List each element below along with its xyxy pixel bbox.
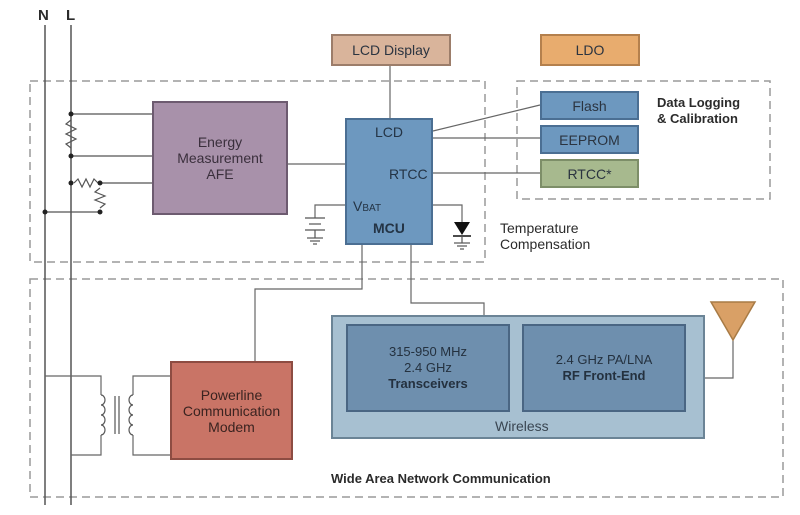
junction-dot — [97, 180, 103, 186]
junction-dot — [68, 111, 74, 117]
data-logging-title: Data Logging & Calibration — [657, 95, 740, 127]
mcu-vbat-pin-label: VBAT — [353, 198, 381, 217]
junction-dot — [68, 153, 74, 159]
transceivers-block: 315-950 MHz 2.4 GHz Transceivers — [346, 324, 510, 412]
flash-block: Flash — [540, 91, 639, 120]
flash-label: Flash — [572, 97, 607, 114]
transceivers-line-1: 315-950 MHz — [388, 344, 468, 359]
vbat-sub: BAT — [362, 203, 382, 214]
temperature-label-2: Compensation — [500, 236, 591, 252]
junction-dot — [42, 209, 48, 215]
vbat-v: V — [353, 198, 363, 214]
sense-network — [45, 113, 152, 213]
mcu-rtcc-pin-label: RTCC — [389, 166, 428, 182]
afe-label-2: Measurement — [177, 150, 263, 166]
transceivers-line-3: Transceivers — [388, 376, 468, 391]
energy-measurement-afe-block: Energy Measurement AFE — [152, 101, 288, 215]
data-logging-title-1: Data Logging — [657, 95, 741, 110]
afe-label-3: AFE — [206, 166, 234, 182]
wireless-label: Wireless — [495, 418, 549, 434]
battery-icon — [305, 217, 325, 245]
eeprom-block: EEPROM — [540, 125, 639, 154]
divider-resistor-h — [73, 177, 99, 189]
wire-plc-secondary — [132, 375, 170, 395]
junction-dot — [97, 209, 103, 215]
shunt-resistor — [64, 119, 78, 149]
ldo-block: LDO — [540, 34, 640, 66]
temperature-compensation-label: Temperature Compensation — [500, 220, 590, 252]
antenna-icon — [709, 301, 757, 342]
mcu-block: LCD RTCC VBAT MCU — [345, 118, 433, 245]
measurement-region — [29, 80, 486, 263]
temperature-diode-icon — [453, 222, 471, 250]
plc-label-3: Modem — [208, 418, 255, 435]
rf-line-1: 2.4 GHz PA/LNA — [555, 352, 653, 367]
lcd-display-block: LCD Display — [331, 34, 451, 66]
wire-plc-secondary-b — [132, 435, 170, 456]
lcd-display-label: LCD Display — [352, 42, 430, 58]
afe-label-1: Energy — [197, 134, 243, 150]
divider-resistor-v — [93, 187, 107, 209]
wan-region — [29, 278, 784, 498]
wire-mcu-wireless — [410, 245, 485, 315]
ldo-label: LDO — [575, 42, 605, 58]
data-logging-region — [516, 80, 771, 200]
wire-plc-primary-l — [71, 435, 102, 456]
rtcc-external-label: RTCC* — [567, 165, 612, 182]
eeprom-label: EEPROM — [559, 131, 620, 148]
plc-label-2: Communication — [182, 402, 281, 419]
neutral-label: N — [38, 7, 49, 24]
rtcc-external-block: RTCC* — [540, 159, 639, 188]
rf-line-2: RF Front-End — [562, 368, 646, 383]
mcu-lcd-pin-label: LCD — [375, 124, 404, 140]
data-logging-title-2: & Calibration — [657, 111, 738, 126]
wire-diode — [433, 204, 463, 222]
coupling-transformer-icon — [100, 394, 134, 436]
rf-front-end-block: 2.4 GHz PA/LNA RF Front-End — [522, 324, 686, 412]
wire-flash — [432, 104, 541, 132]
wan-region-title: Wide Area Network Communication — [331, 471, 551, 486]
mcu-label: MCU — [373, 220, 405, 236]
wire-mcu-plc — [254, 245, 363, 361]
junction-dot — [68, 180, 74, 186]
transceivers-line-2: 2.4 GHz — [404, 360, 452, 375]
wire-vbat — [314, 204, 345, 218]
powerline-modem-block: Powerline Communication Modem — [170, 361, 293, 460]
temperature-label-1: Temperature — [500, 220, 579, 236]
wire-antenna — [705, 340, 734, 379]
line-label: L — [66, 7, 76, 24]
wire-plc-primary — [45, 375, 102, 395]
plc-label-1: Powerline — [200, 386, 263, 403]
